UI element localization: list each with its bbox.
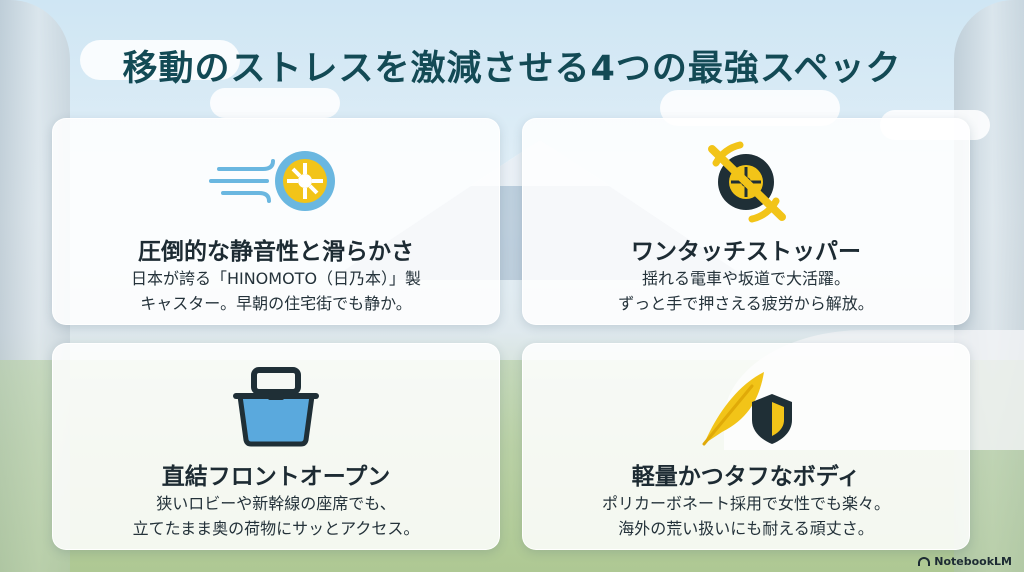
feather-shield-icon [523,366,969,448]
spec-card-light-tough: 軽量かつタフなボディ ポリカーボネート採用で女性でも楽々。 海外の荒い扱いにも耐… [522,343,970,550]
card-desc-line: 立てたまま奥の荷物にサッとアクセス。 [132,519,420,538]
card-desc-line: ポリカーボネート採用で女性でも楽々。 [601,494,890,513]
card-title: 圧倒的な静音性と滑らかさ [138,239,414,265]
card-description: 揺れる電車や坂道で大活躍。 ずっと手で押さえる疲労から解放。 [523,266,969,316]
card-desc-line: ずっと手で押さえる疲労から解放。 [618,294,874,313]
card-desc-line: 狭いロビーや新幹線の座席でも、 [156,494,396,513]
card-title: 軽量かつタフなボディ [631,464,861,490]
card-desc-line: キャスター。早朝の住宅街でも静か。 [140,294,412,313]
wheel-wind-icon [53,141,499,223]
wheel-stopper-icon [523,141,969,223]
spec-card-front-open: 直結フロントオープン 狭いロビーや新幹線の座席でも、 立てたまま奥の荷物にサッと… [52,343,500,550]
spec-card-stopper: ワンタッチストッパー 揺れる電車や坂道で大活躍。 ずっと手で押さえる疲労から解放… [522,118,970,325]
cloud [210,88,340,118]
card-description: 日本が誇る「HINOMOTO（日乃本）」製 キャスター。早朝の住宅街でも静か。 [53,266,499,316]
card-desc-line: 揺れる電車や坂道で大活躍。 [641,269,850,288]
card-desc-line: 日本が誇る「HINOMOTO（日乃本）」製 [130,269,422,288]
page-title: 移動のストレスを激減させる4つの最強スペック [122,49,902,89]
card-title: 直結フロントオープン [161,464,391,490]
card-title: ワンタッチストッパー [631,239,861,265]
spec-card-quiet-casters: 圧倒的な静音性と滑らかさ 日本が誇る「HINOMOTO（日乃本）」製 キャスター… [52,118,500,325]
card-desc-line: 海外の荒い扱いにも耐える頑丈さ。 [618,519,874,538]
watermark-label: NotebookLM [934,555,1012,568]
notebooklm-watermark: NotebookLM [918,555,1012,568]
notebooklm-logo-icon [918,557,931,566]
cloud [80,40,240,80]
card-description: 狭いロビーや新幹線の座席でも、 立てたまま奥の荷物にサッとアクセス。 [53,491,499,541]
card-description: ポリカーボネート採用で女性でも楽々。 海外の荒い扱いにも耐える頑丈さ。 [523,491,969,541]
suitcase-front-open-icon [53,366,499,448]
